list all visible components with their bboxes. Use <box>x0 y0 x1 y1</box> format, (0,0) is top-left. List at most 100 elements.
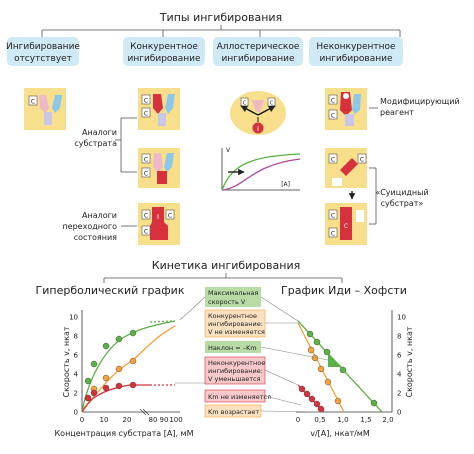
enzyme-tile-competitive-1: С С <box>138 88 180 130</box>
point-green <box>339 366 347 374</box>
point-red <box>115 382 123 390</box>
kinetics-tree-lines <box>103 273 343 283</box>
eadie-hofstee-ylabel: Скорость v, нкат <box>405 326 414 397</box>
category-label-line1: Неконкурентное <box>316 42 396 52</box>
hyperbolic-title: Гиперболический график <box>36 284 185 297</box>
point-red <box>317 405 325 413</box>
y-tick-label: 8 <box>74 333 78 341</box>
point-red <box>102 384 110 392</box>
annotation-km-same: Km не изменяется <box>204 389 271 403</box>
substrate-letter: С <box>331 157 335 164</box>
substrate-letter: С <box>331 113 335 120</box>
substrate-letter: С <box>331 231 335 238</box>
substrate-letter: С <box>144 229 148 236</box>
point-green <box>84 377 92 385</box>
competitive-connectors <box>115 117 137 227</box>
mini-plot-ylabel: V <box>226 147 231 154</box>
label-line: реагент <box>380 108 414 117</box>
annotation-line: ингибирование: <box>208 320 263 328</box>
y-tick-label: 10 <box>69 314 78 322</box>
curve-competitive <box>81 325 176 413</box>
label-line: «Суицидный <box>375 188 428 197</box>
annotation-line: Наклон = –Km <box>208 344 257 352</box>
category-label-line1: Аллостерическое <box>217 42 300 52</box>
label-line: Аналоги <box>82 211 117 220</box>
point-green <box>102 342 110 350</box>
point-green <box>370 399 378 407</box>
x-tick-label: 1,5 <box>360 416 371 424</box>
curve-no-inhibition <box>81 320 176 413</box>
substrate-letter: С <box>243 101 247 107</box>
point-orange <box>307 346 315 354</box>
enzyme-tile-noncompetitive-3: С С С <box>325 203 367 245</box>
inhibitor-letter: I <box>257 125 259 133</box>
category-competitive: Конкурентное ингибирование <box>123 37 205 66</box>
label-modifying-reagent: Модифицирующий реагент <box>380 97 460 117</box>
x-tick-label: 10 <box>100 416 109 424</box>
label-transition-analogs: Аналоги переходного состояния <box>62 211 117 242</box>
point-orange <box>317 365 325 373</box>
annotation-line: V не изменяется <box>208 328 265 336</box>
category-label-line1: Конкурентное <box>130 42 198 52</box>
y-tick-label: 2 <box>74 390 78 398</box>
substrate-letter: С <box>344 223 348 230</box>
substrate-letter: С <box>144 171 148 178</box>
category-noncompetitive: Неконкурентное ингибирование <box>309 37 403 66</box>
category-no-inhibition: Ингибирование отсутствует <box>6 37 80 66</box>
label-suicide-substrate: «Суицидный субстрат» <box>375 188 428 208</box>
x-tick-label: 20 <box>123 416 132 424</box>
x-tick-label: 0 <box>80 416 84 424</box>
category-label-line2: ингибирование <box>221 54 294 64</box>
category-label-line2: отсутствует <box>14 54 72 64</box>
point-green <box>90 360 98 368</box>
point-green <box>115 335 123 343</box>
x-tick-label: 1,0 <box>337 416 348 424</box>
annotation-competitive: Конкурентное ингибирование: V не изменяе… <box>204 309 266 338</box>
y-tick-label: 0 <box>74 409 78 417</box>
x-tick-label: 90 <box>160 416 169 424</box>
point-orange <box>115 365 123 373</box>
x-tick-label: 2,0 <box>382 416 393 424</box>
point-green <box>313 338 321 346</box>
annotation-noncompetitive: Неконкурентное ингибирование: V уменьшае… <box>204 356 266 385</box>
allosteric-enzyme-illustration: С С I <box>230 91 286 135</box>
y-tick-label: 6 <box>397 352 402 360</box>
annotation-km-up: Km возрастает <box>204 404 262 418</box>
annotation-line: скорость V <box>208 298 246 306</box>
annotation-slope: Наклон = –Km <box>205 341 261 353</box>
point-green <box>323 348 331 356</box>
category-tree-lines <box>41 25 401 37</box>
label-line: Аналоги <box>82 128 117 137</box>
eadie-hofstee-xlabel: v/[A], нкат/мМ <box>310 429 370 438</box>
annotation-vmax: Максимальная скорость V <box>205 287 261 307</box>
eadie-hofstee-points <box>298 330 378 413</box>
point-red <box>84 394 92 402</box>
allosteric-mini-plot: V [A] <box>221 147 301 191</box>
annotation-line: Конкурентное <box>208 312 257 320</box>
category-label-line2: ингибирование <box>319 54 392 64</box>
label-line: Модифицирующий <box>380 97 460 106</box>
mini-plot-xlabel: [A] <box>281 181 290 188</box>
substrate-letter: С <box>144 98 148 105</box>
enzyme-tile-noncompetitive-1: С С <box>325 88 367 130</box>
point-red <box>90 389 98 397</box>
label-line: субстрата <box>74 139 117 148</box>
y-tick-label: 4 <box>74 371 79 379</box>
point-orange <box>334 397 342 405</box>
point-red <box>313 400 321 408</box>
label-substrate-analogs: Аналоги субстрата <box>74 128 117 148</box>
y-tick-label: 10 <box>397 314 406 322</box>
x-tick-label: 100 <box>169 416 182 424</box>
label-line: субстрат» <box>381 199 424 208</box>
annotation-line: ингибирование: <box>208 367 263 375</box>
substrate-letter: С <box>331 213 335 220</box>
enzyme-tile-noncompetitive-2: С С <box>325 148 367 188</box>
substrate-letter: С <box>144 111 148 118</box>
hyperbolic-ylabel: Скорость v, нкат <box>62 326 71 397</box>
category-label-line1: Ингибирование <box>6 42 80 52</box>
